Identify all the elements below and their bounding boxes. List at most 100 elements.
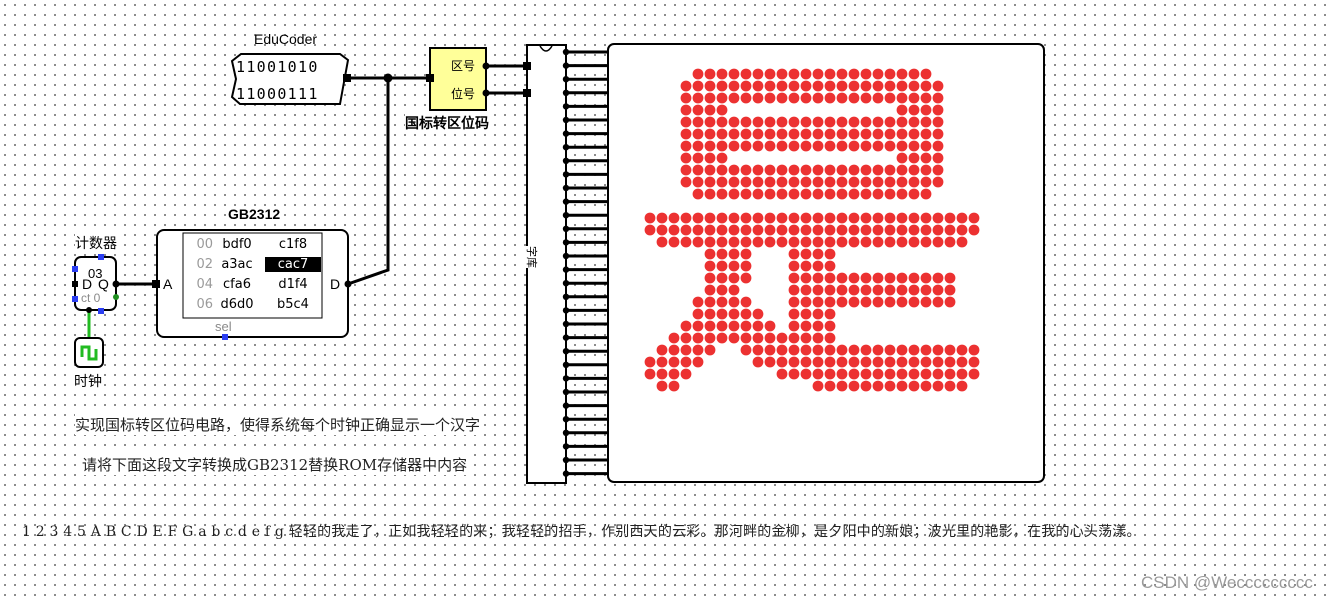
matrix-dot bbox=[824, 380, 836, 392]
matrix-dot bbox=[968, 212, 980, 224]
rom-cell[interactable]: d1f4 bbox=[278, 277, 308, 292]
matrix-dot bbox=[848, 284, 860, 296]
matrix-dot bbox=[944, 272, 956, 284]
matrix-dot bbox=[704, 188, 716, 200]
rom-cell-selected[interactable]: cac7 bbox=[265, 257, 321, 272]
matrix-dot bbox=[740, 332, 752, 344]
rom-cell[interactable]: cfa6 bbox=[223, 277, 251, 292]
matrix-dot bbox=[896, 284, 908, 296]
matrix-dot bbox=[692, 212, 704, 224]
matrix-dot bbox=[968, 344, 980, 356]
matrix-dot bbox=[704, 116, 716, 128]
matrix-dot bbox=[680, 140, 692, 152]
matrix-dot bbox=[740, 80, 752, 92]
matrix-dot bbox=[932, 92, 944, 104]
matrix-dot bbox=[692, 104, 704, 116]
bus-pin bbox=[562, 62, 570, 69]
matrix-dot bbox=[800, 188, 812, 200]
matrix-dot bbox=[704, 224, 716, 236]
matrix-dot bbox=[920, 176, 932, 188]
matrix-dot bbox=[932, 380, 944, 392]
matrix-dot bbox=[788, 212, 800, 224]
matrix-dot bbox=[680, 152, 692, 164]
matrix-dot bbox=[752, 176, 764, 188]
matrix-dot bbox=[692, 308, 704, 320]
font-lib-label: 字库 bbox=[524, 246, 540, 268]
matrix-dot bbox=[692, 92, 704, 104]
educoder-row-2: 11000111 bbox=[236, 85, 319, 103]
wire-rom-to-bus[interactable] bbox=[347, 78, 390, 286]
matrix-dot bbox=[740, 188, 752, 200]
matrix-dot bbox=[824, 356, 836, 368]
matrix-dot bbox=[716, 284, 728, 296]
rom-cell[interactable]: c1f8 bbox=[278, 237, 308, 252]
counter-port-q: Q bbox=[98, 276, 109, 292]
bus-pin bbox=[562, 212, 570, 219]
matrix-dot bbox=[752, 320, 764, 332]
matrix-dot bbox=[896, 296, 908, 308]
matrix-dot bbox=[824, 296, 836, 308]
matrix-dot bbox=[764, 224, 776, 236]
matrix-dot bbox=[824, 212, 836, 224]
matrix-dot bbox=[704, 176, 716, 188]
matrix-dot bbox=[776, 140, 788, 152]
matrix-dot bbox=[836, 236, 848, 248]
matrix-dot bbox=[704, 344, 716, 356]
matrix-dot bbox=[656, 380, 668, 392]
counter-block[interactable] bbox=[72, 254, 120, 314]
matrix-dot bbox=[800, 356, 812, 368]
matrix-dot bbox=[812, 320, 824, 332]
matrix-dot bbox=[716, 152, 728, 164]
matrix-dot bbox=[848, 224, 860, 236]
rom-cell[interactable]: bdf0 bbox=[222, 237, 252, 252]
matrix-dot bbox=[752, 212, 764, 224]
matrix-dot bbox=[812, 92, 824, 104]
matrix-dot bbox=[716, 92, 728, 104]
matrix-dot bbox=[896, 344, 908, 356]
matrix-dot bbox=[860, 164, 872, 176]
matrix-dot bbox=[836, 128, 848, 140]
rom-cell[interactable]: b5c4 bbox=[277, 297, 309, 312]
matrix-dot bbox=[884, 80, 896, 92]
matrix-dot bbox=[848, 164, 860, 176]
matrix-dot bbox=[800, 140, 812, 152]
matrix-dot bbox=[896, 212, 908, 224]
educoder-block[interactable] bbox=[230, 53, 351, 105]
matrix-dot bbox=[860, 344, 872, 356]
converter-block[interactable] bbox=[426, 47, 490, 111]
matrix-dot bbox=[656, 212, 668, 224]
rom-cell[interactable]: d6d0 bbox=[220, 297, 254, 312]
matrix-dot bbox=[908, 92, 920, 104]
matrix-dot bbox=[944, 224, 956, 236]
matrix-dot bbox=[860, 236, 872, 248]
matrix-dot bbox=[884, 188, 896, 200]
matrix-dot bbox=[944, 284, 956, 296]
rom-block[interactable] bbox=[152, 229, 352, 340]
matrix-dot bbox=[932, 116, 944, 128]
matrix-dot bbox=[884, 212, 896, 224]
matrix-dot bbox=[728, 320, 740, 332]
matrix-dot bbox=[668, 212, 680, 224]
matrix-dot bbox=[920, 212, 932, 224]
matrix-dot bbox=[716, 164, 728, 176]
bus-pin bbox=[562, 225, 570, 232]
matrix-dot bbox=[692, 116, 704, 128]
matrix-dot bbox=[824, 116, 836, 128]
csdn-watermark: CSDN @Weccccccccc bbox=[1141, 573, 1313, 592]
matrix-dot bbox=[800, 236, 812, 248]
rom-cell[interactable]: a3ac bbox=[221, 257, 253, 272]
matrix-dot bbox=[848, 116, 860, 128]
matrix-dot bbox=[740, 176, 752, 188]
matrix-dot bbox=[824, 248, 836, 260]
matrix-dot bbox=[800, 212, 812, 224]
matrix-dot bbox=[728, 296, 740, 308]
bus-pin bbox=[562, 266, 570, 273]
clock-block[interactable] bbox=[74, 337, 104, 368]
bus-pin bbox=[562, 348, 570, 355]
matrix-dot bbox=[920, 80, 932, 92]
rom-memory-table[interactable]: 00 bdf0 c1f8 02 a3ac cac7 04 cfa6 d1f4 0… bbox=[185, 235, 321, 317]
matrix-dot bbox=[740, 320, 752, 332]
matrix-dot bbox=[716, 80, 728, 92]
matrix-dot bbox=[932, 356, 944, 368]
matrix-dot bbox=[800, 308, 812, 320]
